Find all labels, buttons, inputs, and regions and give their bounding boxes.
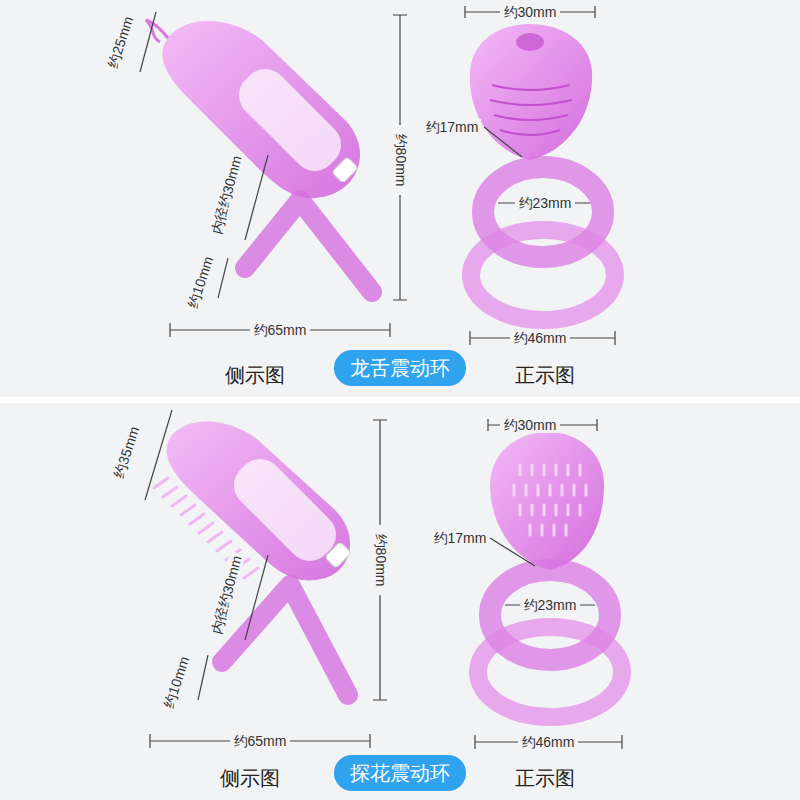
dimension-label: 约23mm bbox=[516, 195, 575, 211]
dimension-label: 约30mm bbox=[501, 417, 560, 433]
dimension-line bbox=[245, 155, 268, 240]
dimension-line bbox=[145, 410, 172, 500]
dimension-label: 约23mm bbox=[521, 597, 580, 613]
product-name: 龙舌震动环 bbox=[350, 355, 450, 381]
panel-ground bbox=[0, 0, 800, 397]
view-caption: 侧示图 bbox=[222, 364, 288, 387]
vibrator-head bbox=[470, 24, 592, 160]
product-name-pill: 探花震动环 bbox=[334, 755, 466, 791]
view-caption: 侧示图 bbox=[217, 767, 283, 790]
bristles bbox=[514, 465, 586, 535]
dimension-label: 约80mm bbox=[372, 531, 388, 590]
dimension-line bbox=[140, 12, 156, 72]
dimension-label: 约17mm bbox=[423, 119, 482, 135]
ring-leg bbox=[245, 200, 372, 292]
vibrator-head bbox=[162, 21, 360, 198]
view-caption: 正示图 bbox=[512, 767, 578, 790]
ring-leg bbox=[222, 585, 348, 695]
dimension-line bbox=[245, 555, 268, 640]
ridges bbox=[490, 85, 572, 135]
vibrator-head bbox=[490, 432, 604, 570]
bullet bbox=[230, 60, 350, 180]
ring bbox=[483, 167, 603, 257]
panel-ground bbox=[0, 403, 800, 800]
product-name: 探花震动环 bbox=[350, 760, 450, 786]
leader-line bbox=[490, 538, 535, 566]
tongue-tip bbox=[516, 33, 544, 51]
dimension-line bbox=[198, 655, 208, 700]
bullet bbox=[225, 450, 345, 570]
view-caption: 正示图 bbox=[512, 364, 578, 387]
dimension-label: 约30mm bbox=[501, 4, 560, 20]
dimension-label: 约46mm bbox=[511, 330, 570, 346]
product-name-pill: 龙舌震动环 bbox=[334, 350, 466, 386]
dimension-label: 约65mm bbox=[231, 733, 290, 749]
dimension-label: 约65mm bbox=[251, 322, 310, 338]
ring bbox=[490, 570, 610, 660]
dimension-label: 约80mm bbox=[392, 131, 408, 190]
dimension-line bbox=[218, 258, 228, 298]
button bbox=[325, 542, 352, 569]
vibrator-head bbox=[167, 422, 351, 581]
button bbox=[332, 157, 359, 184]
dimension-label: 约17mm bbox=[431, 530, 490, 546]
leader-line bbox=[484, 127, 522, 157]
dimension-label: 约46mm bbox=[519, 734, 578, 750]
